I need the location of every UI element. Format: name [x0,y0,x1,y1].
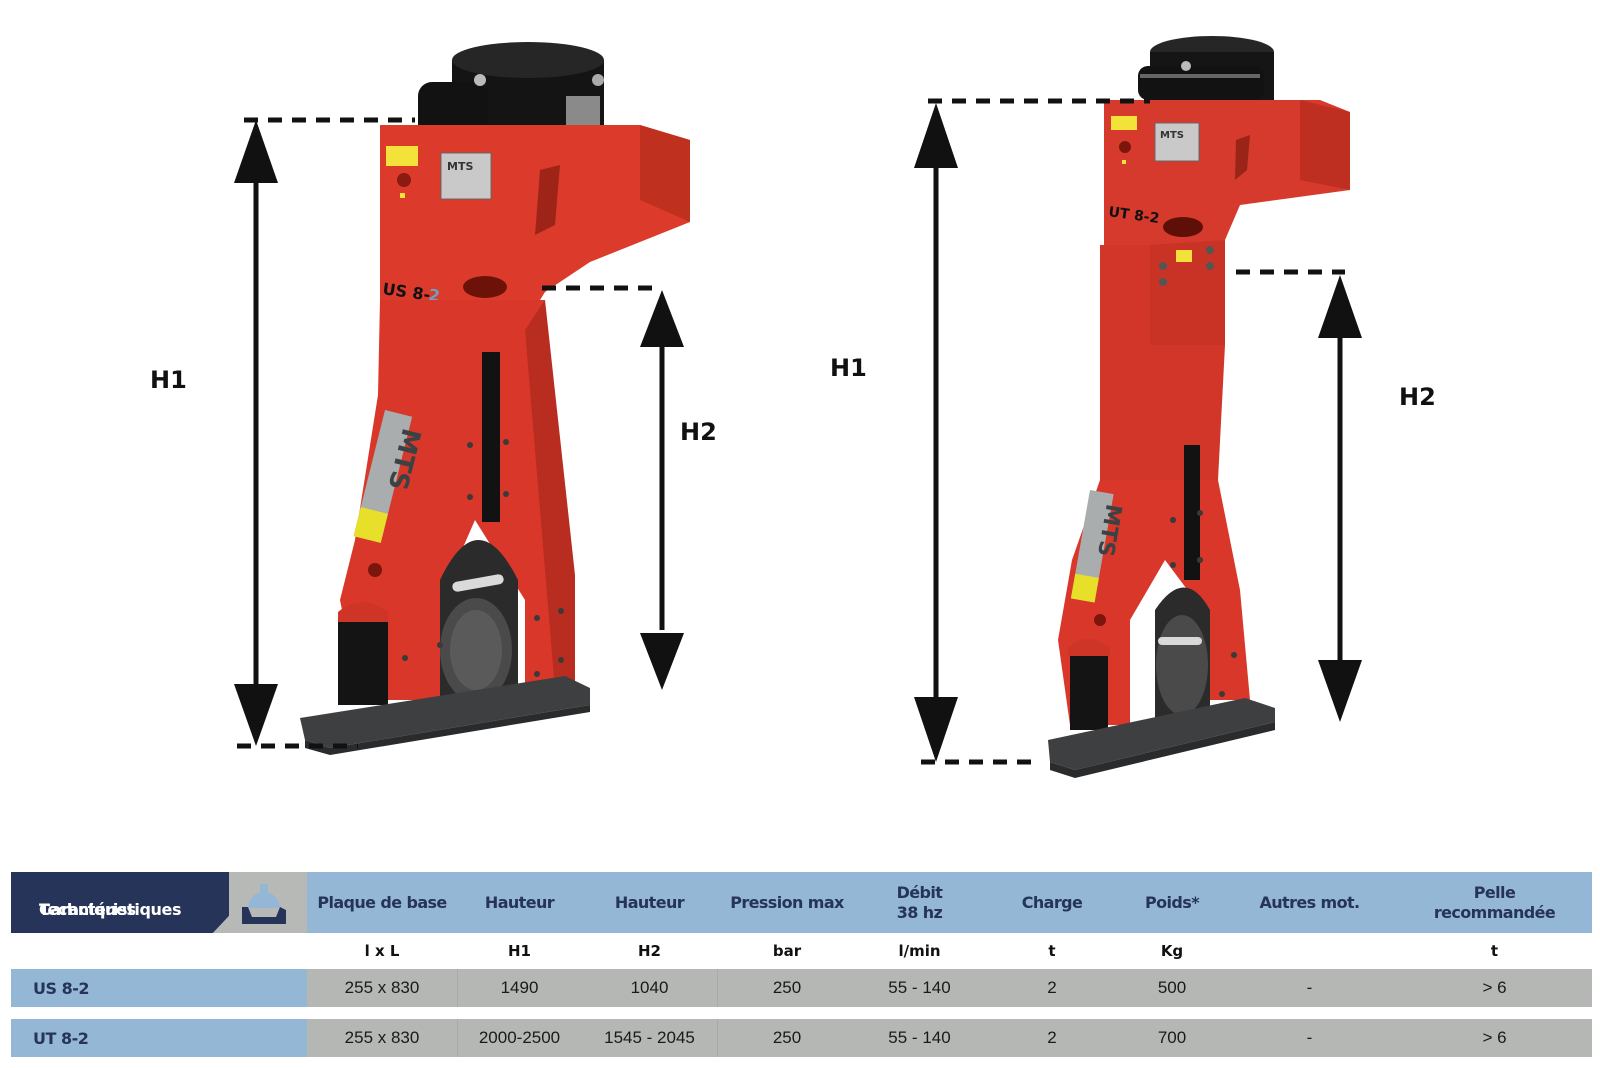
cell-h1: 2000-2500 [478,1028,561,1047]
col-header-hauteur-h2: Hauteur [614,892,685,912]
cell-h2: 1040 [630,978,669,997]
col-header-plaque: Plaque de base [317,892,447,912]
table-row: US 8-2 255 x 830 1490 1040 250 55 - 140 … [11,969,1592,1007]
units-row: l x L H1 H2 bar l/min t Kg t [11,933,1592,969]
table-row: UT 8-2 255 x 830 2000-2500 1545 - 2045 2… [11,1019,1592,1057]
table-icon-cell [213,872,318,933]
left-h1-label: H1 [150,366,187,394]
right-h2-label: H2 [1399,383,1436,411]
unit-debit: l/min [898,942,941,960]
unit-poids: Kg [1160,942,1184,960]
row-values: 255 x 830 2000-2500 1545 - 2045 250 55 -… [307,1019,1592,1057]
cell-plaque: 255 x 830 [344,1028,420,1047]
cell-h2: 1545 - 2045 [604,1028,695,1047]
cell-pression: 250 [772,1028,802,1047]
cell-pression: 250 [772,978,802,997]
unit-autres [1222,933,1397,969]
unit-h2: H2 [638,942,661,960]
table-title-line2: Techniques [39,900,136,919]
machines-illustration: MTS US 8- 2 MTS [234,36,1362,778]
cell-pelle: > 6 [1482,1028,1507,1047]
machine-us-8-2: MTS US 8- 2 MTS [300,42,690,755]
cell-poids: 700 [1157,1028,1187,1047]
row-model-ut-8-2: UT 8-2 [11,1019,307,1057]
right-dimension-lines [914,98,1362,765]
cell-charge: 2 [1047,978,1057,997]
svg-text:UT 8-2: UT 8-2 [1107,204,1160,227]
svg-text:MTS: MTS [447,160,473,173]
col-header-autres: Autres mot. [1259,892,1360,912]
svg-text:MTS: MTS [1160,130,1184,141]
col-header-poids: Poids* [1145,892,1200,912]
col-header-debit: Débit 38 hz [896,882,943,922]
col-header-pression: Pression max [730,892,844,912]
machine-ut-8-2: MTS UT 8-2 MTS [1048,36,1350,778]
col-header-charge: Charge [1021,892,1083,912]
unit-pelle: t [1490,942,1499,960]
right-h1-label: H1 [830,354,867,382]
cell-pelle: > 6 [1482,978,1507,997]
cell-autres: - [1306,1028,1313,1047]
cell-h1: 1490 [500,978,539,997]
product-figure: MTS US 8- 2 MTS [150,36,1436,778]
cell-autres: - [1306,978,1313,997]
cell-poids: 500 [1157,978,1187,997]
left-h2-label: H2 [680,418,717,446]
row-values: 255 x 830 1490 1040 250 55 - 140 2 500 -… [307,969,1592,1007]
cell-debit: 55 - 140 [888,1028,951,1047]
cell-charge: 2 [1047,1028,1057,1047]
unit-plaque: l x L [364,942,400,960]
table-title-line1: Caractéristiques [39,900,182,919]
row-model-us-8-2: US 8-2 [11,969,307,1007]
col-header-hauteur-h1: Hauteur [484,892,555,912]
unit-pression: bar [772,942,802,960]
unit-charge: t [1048,942,1056,960]
unit-h1: H1 [508,942,531,960]
col-header-pelle: Pelle recommandée [1433,882,1556,922]
cell-plaque: 255 x 830 [344,978,420,997]
compactor-plate-icon [242,884,286,924]
column-headers: Plaque de base Hauteur Hauteur Pression … [307,872,1592,933]
left-dimension-lines [234,117,684,749]
cell-debit: 55 - 140 [888,978,951,997]
